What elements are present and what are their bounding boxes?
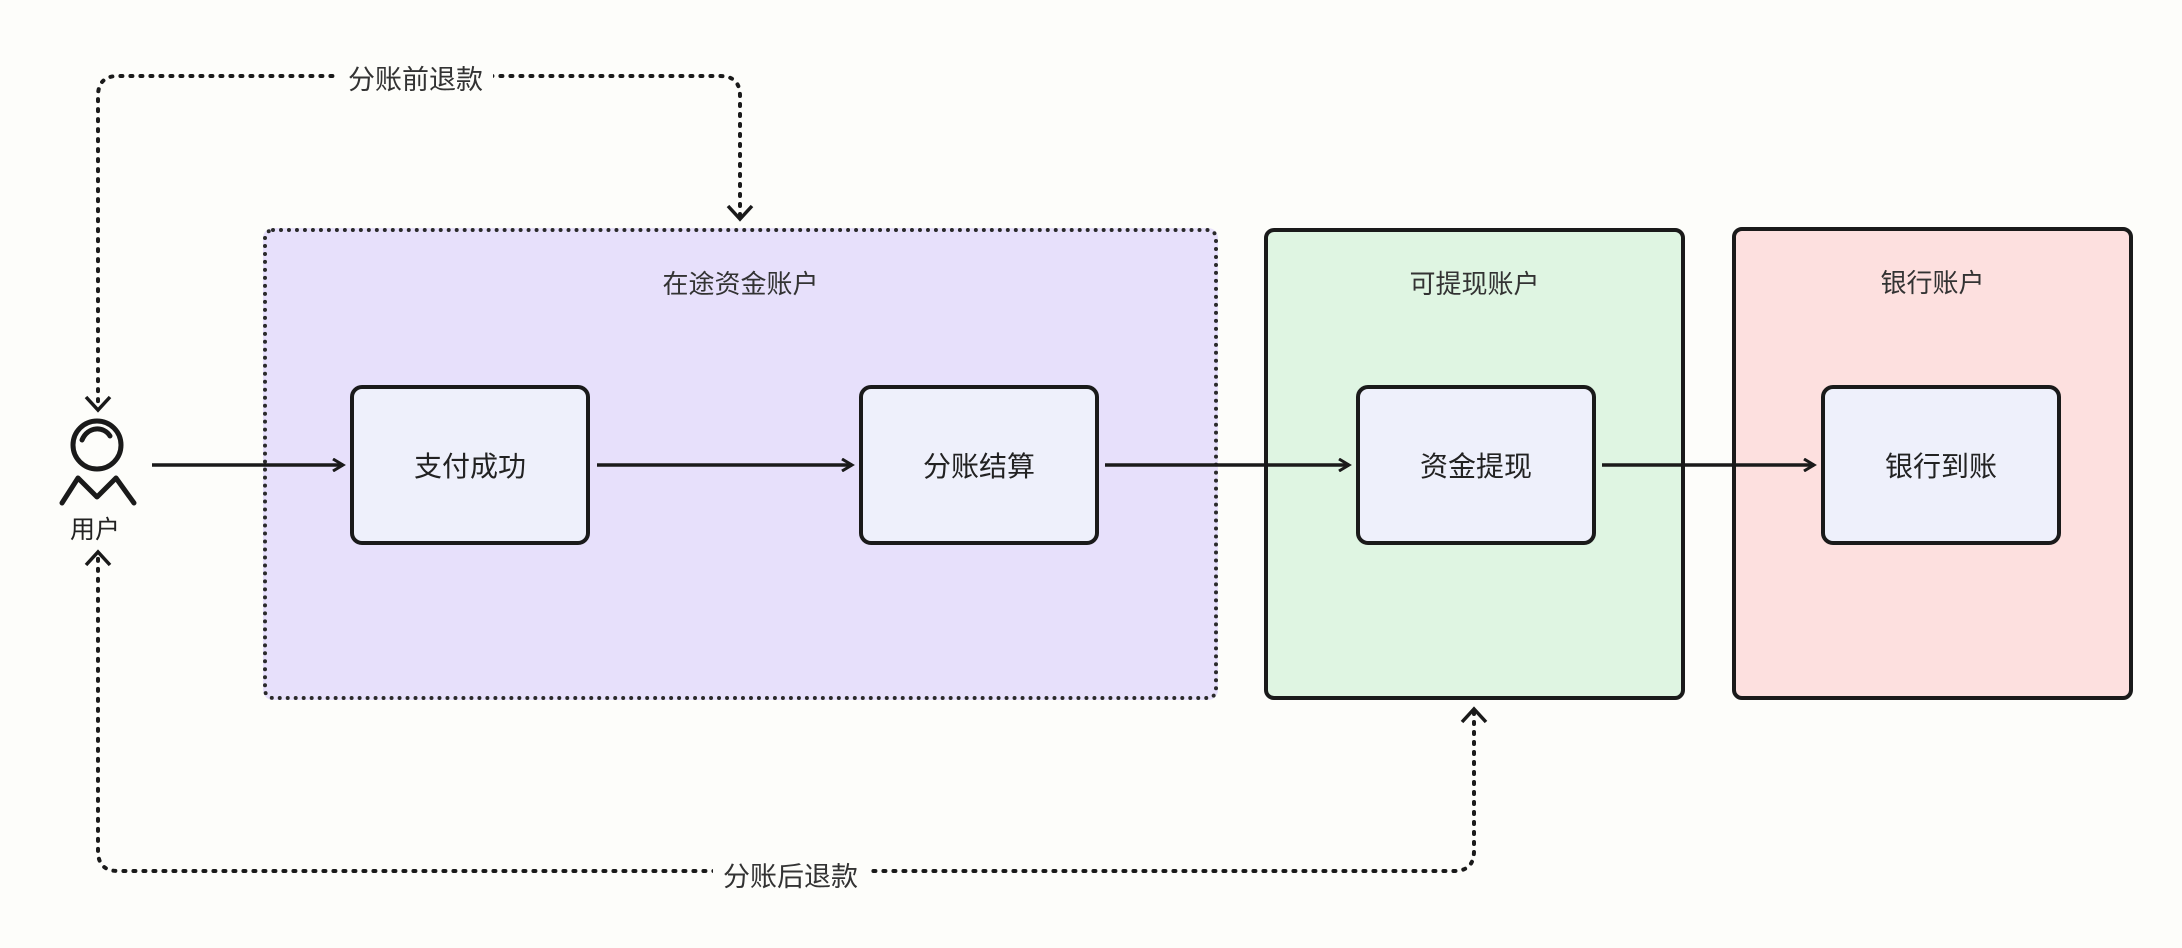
node-fund-withdrawal[interactable]: 资金提现 [1356, 385, 1596, 545]
arrowhead-user-top [84, 395, 112, 413]
node-split-settlement[interactable]: 分账结算 [859, 385, 1099, 545]
arrowhead-withdrawable-bottom [1460, 706, 1488, 724]
node-payment-success[interactable]: 支付成功 [350, 385, 590, 545]
edge-label-refund-after: 分账后退款 [713, 855, 868, 894]
node-bank-arrival[interactable]: 银行到账 [1821, 385, 2061, 545]
user-label: 用户 [68, 510, 123, 546]
region-transit-title: 在途资金账户 [662, 270, 819, 300]
user-icon [59, 418, 137, 506]
edge-refund-after-split [96, 553, 1476, 873]
arrowhead-user-bottom [84, 549, 112, 567]
arrowhead-transit-top [726, 204, 754, 222]
region-bank-title: 银行账户 [1880, 269, 1985, 299]
region-withdrawable-title: 可提现账户 [1409, 270, 1540, 300]
edge-label-refund-before: 分账前退款 [338, 58, 493, 97]
edge-refund-before-split [96, 74, 742, 410]
